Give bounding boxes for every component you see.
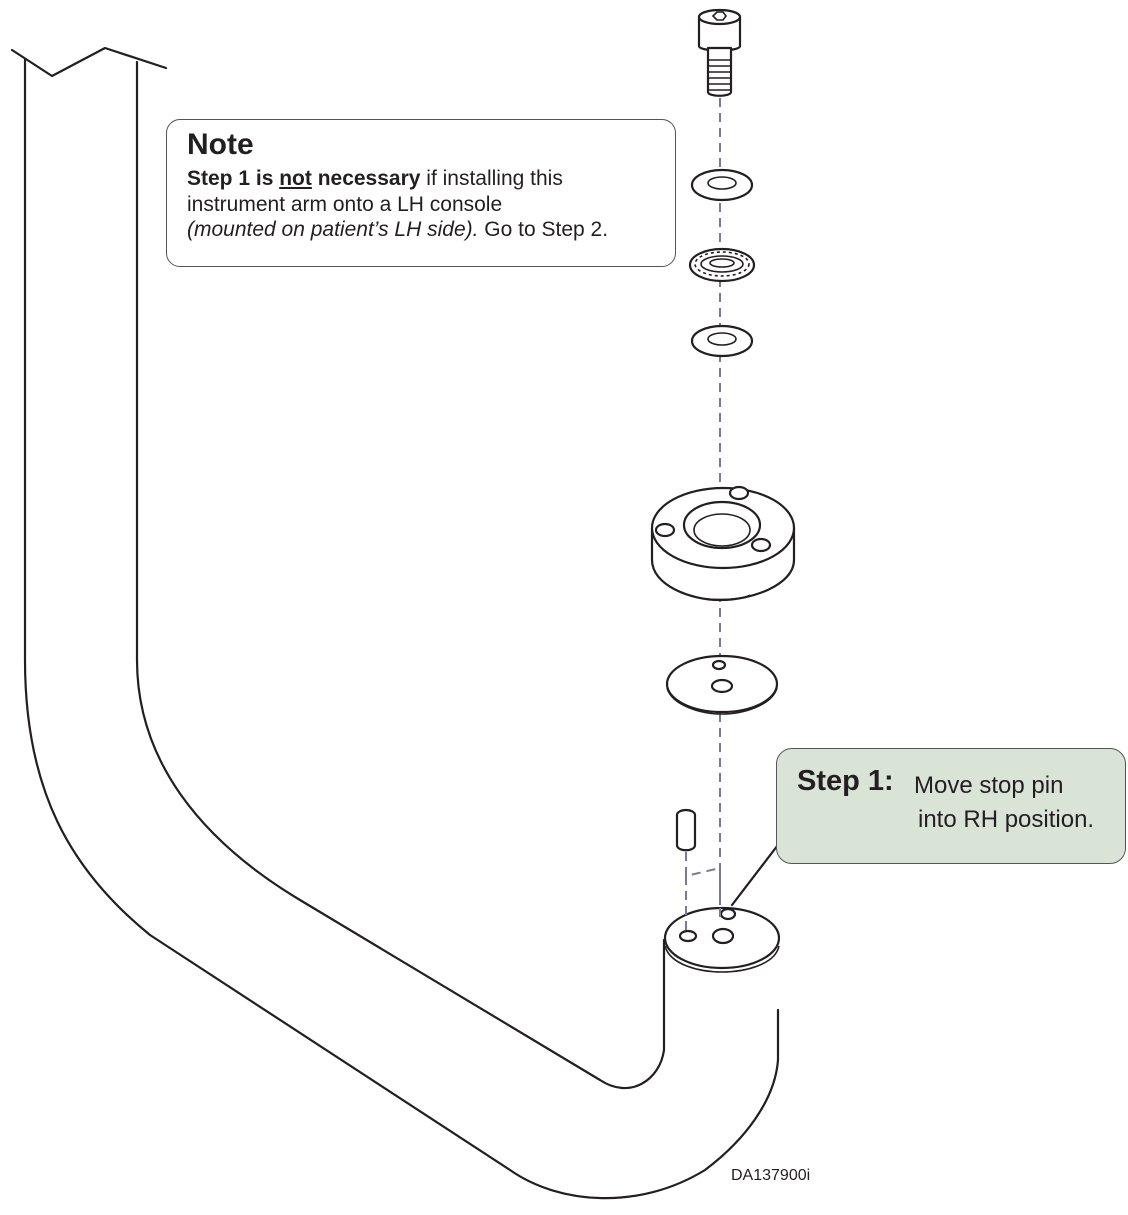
stop-pin-path: [685, 852, 721, 905]
step-instructions: Move stop pin into RH position.: [914, 769, 1094, 837]
drawing-id: DA137900i: [731, 1167, 811, 1184]
step-label: Step 1:: [797, 765, 894, 797]
note-box: Note Step 1 is not necessary if installi…: [166, 119, 676, 267]
note-italic: (mounted on patient’s LH side).: [187, 218, 479, 241]
thrust-washer-lower: [690, 324, 754, 358]
instrument-arm: [10, 46, 780, 1200]
thrust-washer-upper: [690, 168, 754, 202]
arm-column-top: [663, 906, 781, 973]
note-line1-rest: if installing this: [420, 167, 563, 190]
arm-hub: [650, 485, 796, 602]
note-line2: instrument arm onto a LH console: [187, 192, 503, 216]
spacer-plate: [665, 654, 779, 715]
note-text: Step 1 is not necessary if installing th…: [187, 166, 675, 243]
step-line1: Move stop pin: [914, 772, 1064, 799]
note-bold-end: necessary: [311, 167, 421, 190]
note-underlined: not: [279, 167, 312, 190]
note-bold-start: Step 1 is: [187, 167, 280, 190]
shoulder-screw: [697, 8, 742, 97]
stop-pin: [675, 808, 697, 852]
note-title: Note: [187, 128, 254, 161]
note-line3-rest: Go to Step 2.: [478, 218, 609, 241]
needle-thrust-bearing: [688, 247, 756, 283]
step-callout: Step 1: Move stop pin into RH position.: [776, 748, 1126, 864]
step-line2: into RH position.: [918, 806, 1095, 833]
